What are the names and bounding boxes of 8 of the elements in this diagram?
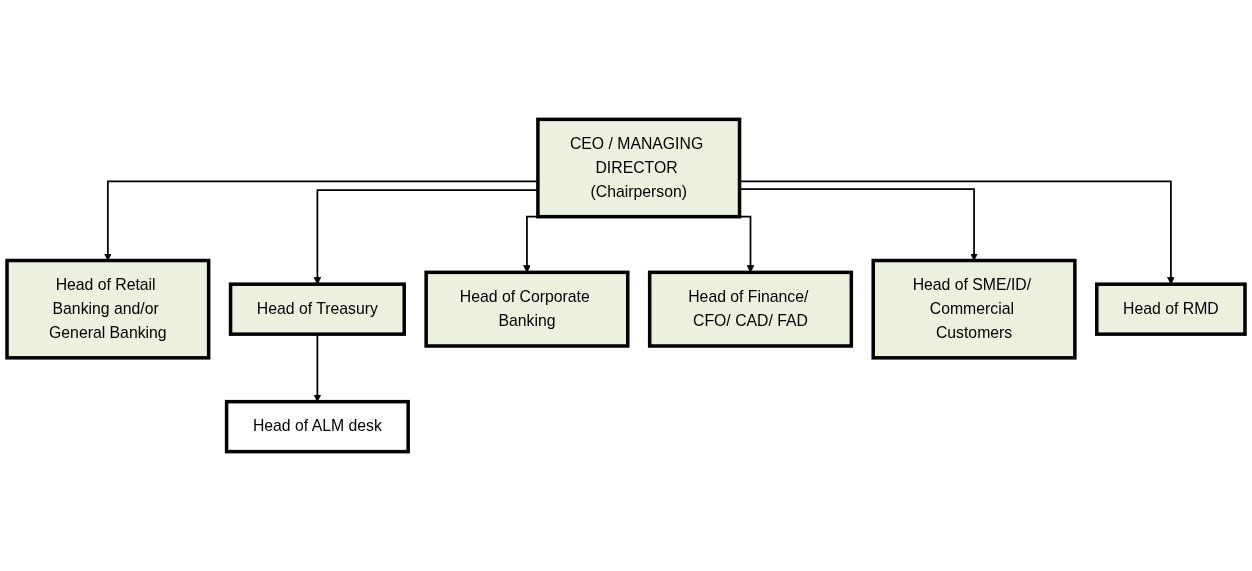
node-box: Head of Finance/ CFO/ CAD/ FAD: [647, 270, 854, 348]
node-box: Head of ALM desk: [224, 399, 410, 454]
node-box: CEO / MANAGING DIRECTOR (Chairperson): [536, 117, 742, 219]
node-box: Head of SME/ID/ Commercial Customers: [871, 258, 1077, 360]
node-box: Head of Corporate Banking: [424, 270, 630, 348]
node-box: Head of RMD: [1095, 282, 1247, 336]
node-box: Head of Treasury: [228, 282, 406, 336]
node-box: Head of Retail Banking and/or General Banking: [5, 258, 211, 360]
